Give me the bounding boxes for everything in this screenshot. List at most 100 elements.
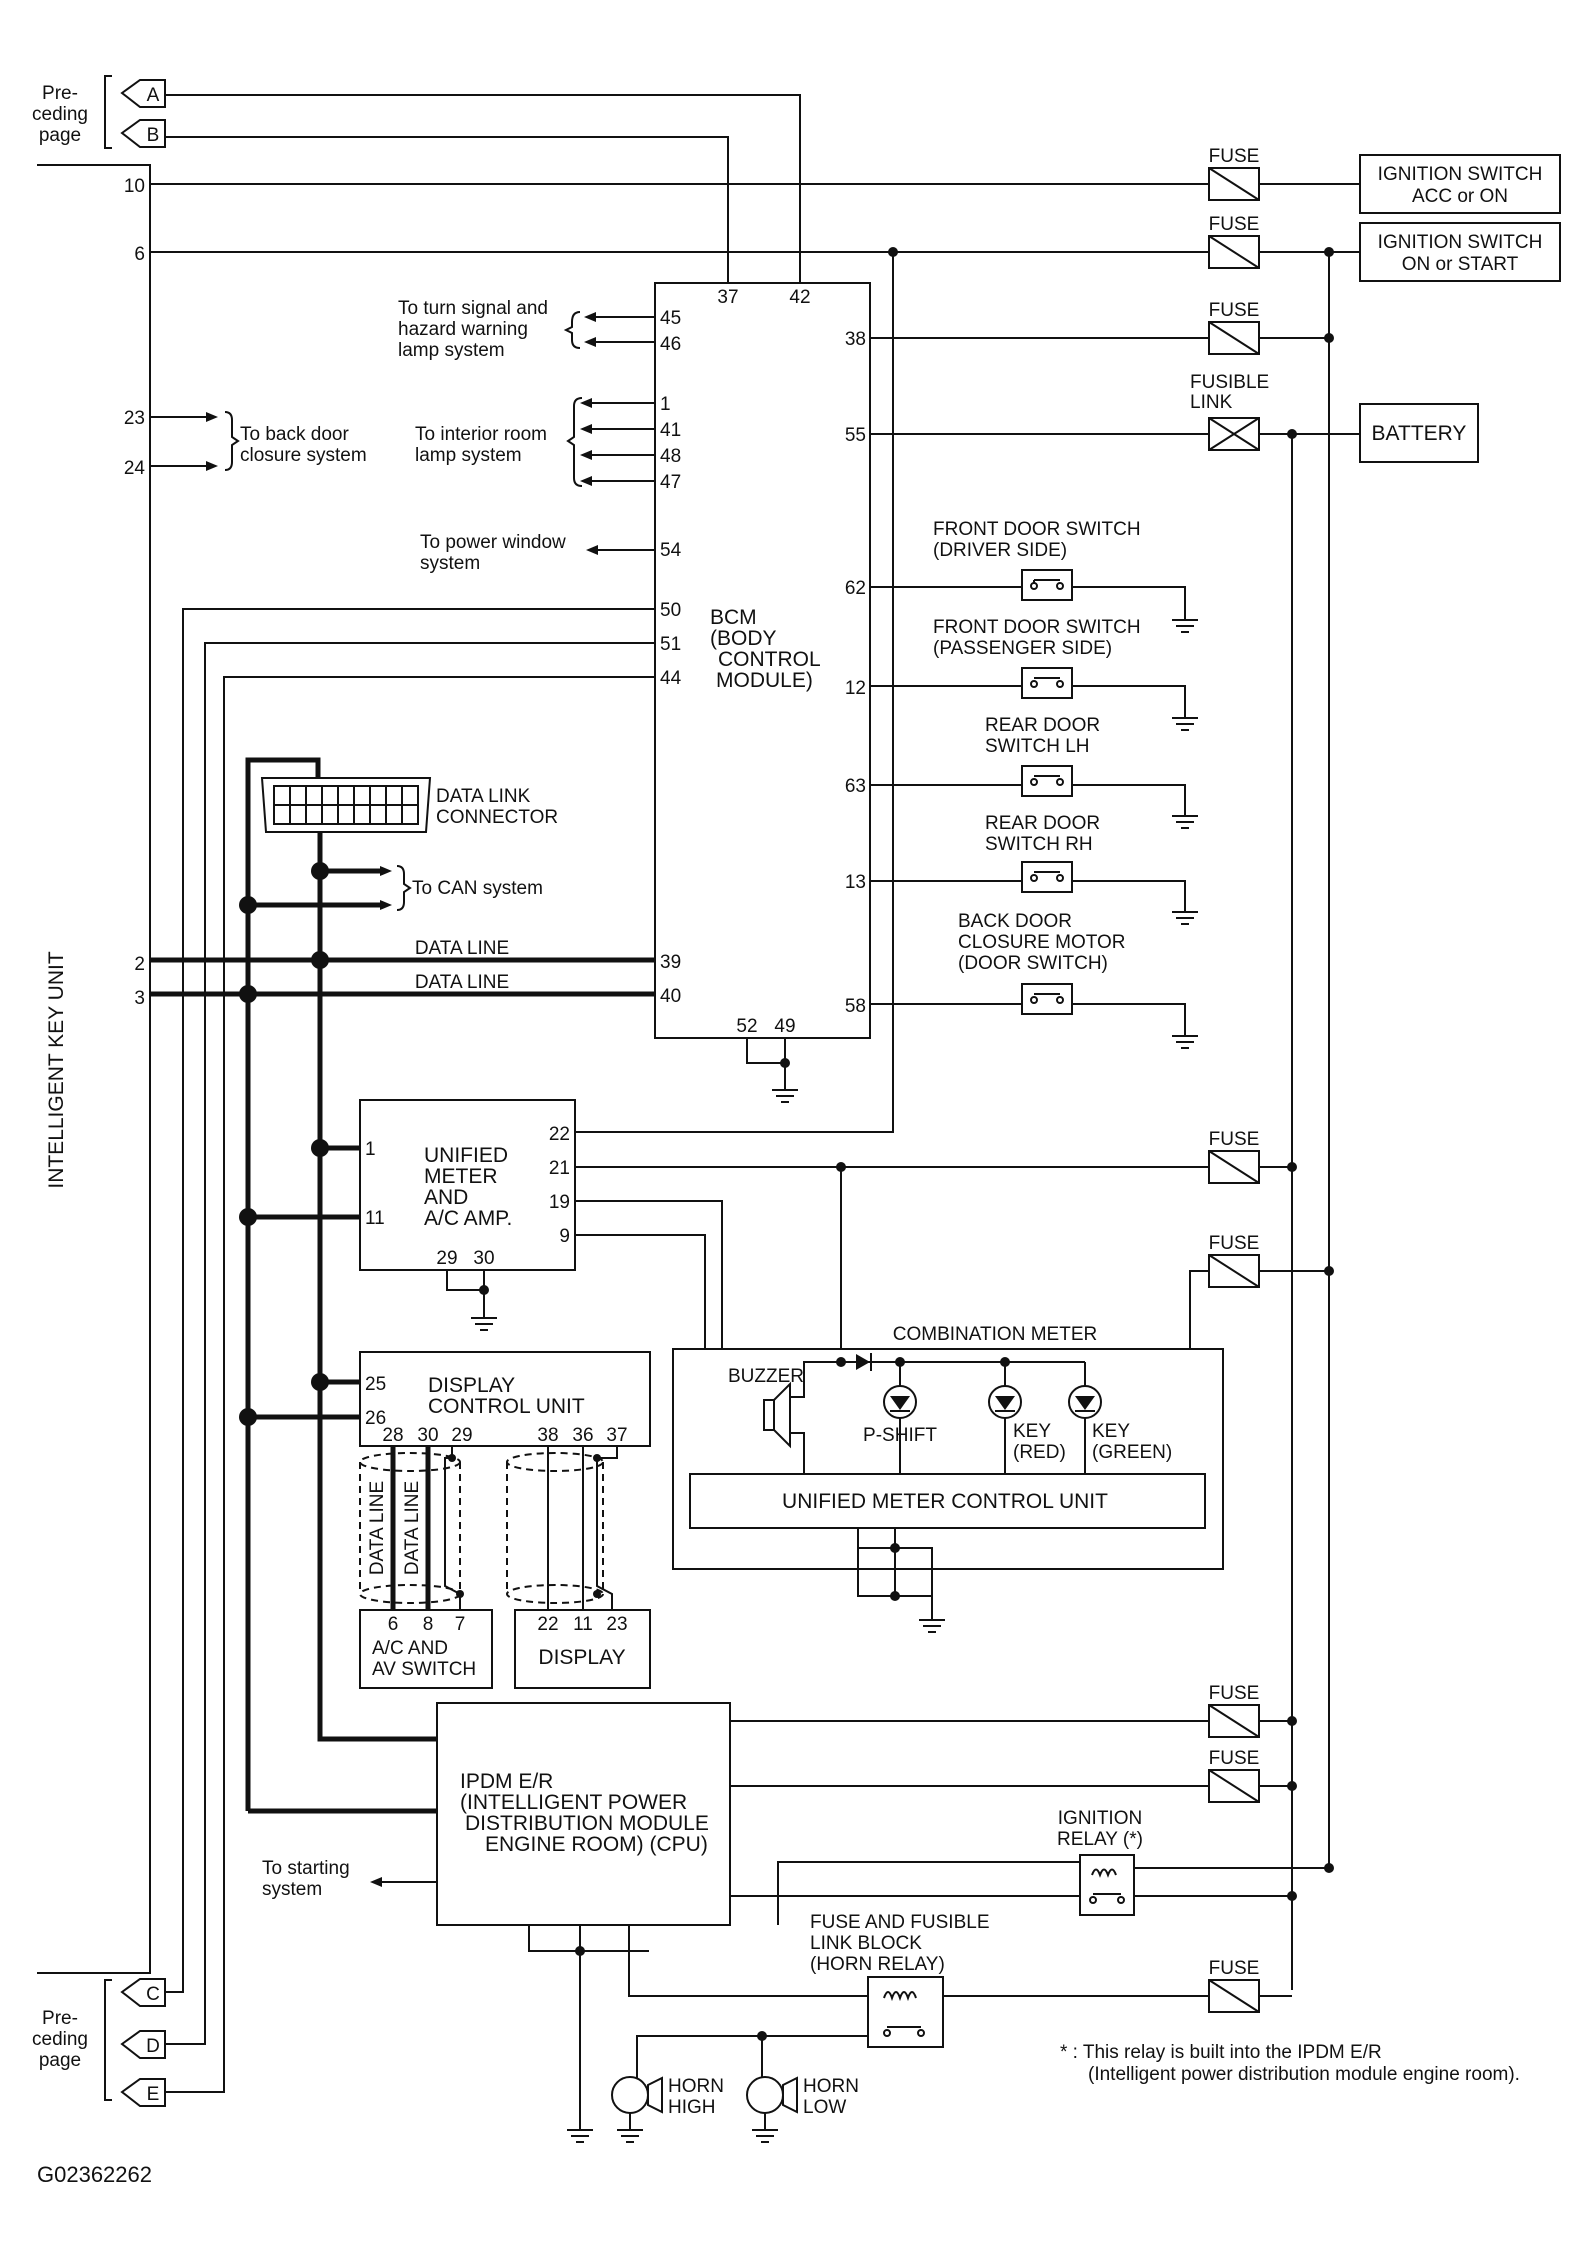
rear-door-switch-rh: REAR DOOR SWITCH RH bbox=[870, 813, 1198, 925]
back-door-closure-output: To back door closure system bbox=[150, 411, 367, 471]
svg-text:A/C AND: A/C AND bbox=[372, 1638, 448, 1659]
horn-high: HORN HIGH bbox=[611, 2036, 724, 2143]
svg-text:P-SHIFT: P-SHIFT bbox=[863, 1425, 937, 1446]
connector-c: C bbox=[146, 1984, 160, 2005]
svg-text:8: 8 bbox=[423, 1614, 434, 1635]
back-door-closure-motor-switch: BACK DOOR CLOSURE MOTOR (DOOR SWITCH) bbox=[870, 911, 1198, 1049]
svg-text:KEY: KEY bbox=[1013, 1421, 1051, 1442]
svg-text:BUZZER: BUZZER bbox=[728, 1366, 804, 1387]
svg-text:ceding: ceding bbox=[32, 104, 88, 125]
svg-text:38: 38 bbox=[537, 1425, 558, 1446]
svg-text:45: 45 bbox=[660, 308, 681, 329]
svg-text:13: 13 bbox=[845, 872, 866, 893]
svg-text:FUSIBLE: FUSIBLE bbox=[1190, 372, 1269, 393]
fuse-horn: FUSE bbox=[1208, 1958, 1260, 2013]
svg-text:52: 52 bbox=[736, 1016, 757, 1037]
svg-text:25: 25 bbox=[365, 1374, 386, 1395]
svg-text:ON or START: ON or START bbox=[1402, 254, 1519, 275]
svg-text:58: 58 bbox=[845, 996, 866, 1017]
fusible-link: FUSIBLE LINK bbox=[1190, 372, 1269, 451]
turn-signal-output: To turn signal and hazard warning lamp s… bbox=[398, 298, 655, 361]
svg-text:UNIFIED: UNIFIED bbox=[424, 1144, 508, 1167]
svg-text:(DRIVER SIDE): (DRIVER SIDE) bbox=[933, 540, 1067, 561]
svg-text:42: 42 bbox=[789, 287, 810, 308]
svg-text:30: 30 bbox=[473, 1248, 494, 1269]
svg-text:CONTROL UNIT: CONTROL UNIT bbox=[428, 1395, 585, 1418]
svg-text:26: 26 bbox=[365, 1408, 386, 1429]
shielded-cable-ac: DATA LINE DATA LINE bbox=[359, 1446, 464, 1610]
fuse-meter: FUSE bbox=[1208, 1129, 1260, 1184]
connector-a: A bbox=[147, 85, 160, 106]
svg-text:page: page bbox=[39, 125, 81, 146]
ipdm-er: IPDM E/R (INTELLIGENT POWER DISTRIBUTION… bbox=[436, 1702, 731, 1926]
svg-text:To back door: To back door bbox=[240, 424, 349, 445]
unified-meter-control-unit: UNIFIED METER CONTROL UNIT bbox=[782, 1490, 1108, 1513]
shielded-cable-display bbox=[506, 1446, 618, 1610]
svg-text:LINK BLOCK: LINK BLOCK bbox=[810, 1933, 922, 1954]
fuse-ipdm-1: FUSE bbox=[1208, 1683, 1260, 1738]
svg-text:A/C AMP.: A/C AMP. bbox=[424, 1207, 512, 1230]
svg-text:38: 38 bbox=[845, 329, 866, 350]
power-window-output: To power window system bbox=[420, 532, 655, 574]
svg-text:48: 48 bbox=[660, 446, 681, 467]
svg-text:lamp system: lamp system bbox=[398, 340, 505, 361]
svg-text:CONNECTOR: CONNECTOR bbox=[436, 807, 558, 828]
svg-text:hazard warning: hazard warning bbox=[398, 319, 528, 340]
svg-text:51: 51 bbox=[660, 634, 681, 655]
svg-text:63: 63 bbox=[845, 776, 866, 797]
svg-text:FUSE: FUSE bbox=[1209, 1748, 1260, 1769]
svg-text:44: 44 bbox=[660, 668, 682, 689]
footnote-line2: (Intelligent power distribution module e… bbox=[1088, 2064, 1520, 2085]
svg-text:HORN: HORN bbox=[668, 2076, 724, 2097]
svg-text:To CAN system: To CAN system bbox=[412, 878, 543, 899]
svg-text:29: 29 bbox=[436, 1248, 457, 1269]
svg-text:2: 2 bbox=[134, 954, 145, 975]
preceding-page-bottom: Pre- ceding page C D E bbox=[32, 1978, 166, 2107]
svg-text:(GREEN): (GREEN) bbox=[1092, 1442, 1172, 1463]
svg-text:HORN: HORN bbox=[803, 2076, 859, 2097]
ac-av-switch: 6 8 7 A/C AND AV SWITCH bbox=[359, 1609, 493, 1689]
svg-text:11: 11 bbox=[365, 1208, 385, 1229]
starting-system-output: To starting system bbox=[262, 1858, 437, 1900]
intelligent-key-unit-label: INTELLIGENT KEY UNIT bbox=[45, 951, 68, 1188]
can-system-output: To CAN system bbox=[380, 865, 543, 911]
ignition-switch-acc: IGNITION SWITCH ACC or ON bbox=[1359, 154, 1561, 214]
svg-text:FUSE: FUSE bbox=[1209, 300, 1260, 321]
svg-text:62: 62 bbox=[845, 578, 866, 599]
key-red-indicator: KEY (RED) bbox=[988, 1362, 1066, 1474]
svg-text:ceding: ceding bbox=[32, 2029, 88, 2050]
svg-text:55: 55 bbox=[845, 425, 866, 446]
svg-text:To turn signal and: To turn signal and bbox=[398, 298, 548, 319]
svg-text:IPDM E/R: IPDM E/R bbox=[460, 1770, 553, 1793]
svg-text:(PASSENGER SIDE): (PASSENGER SIDE) bbox=[933, 638, 1112, 659]
svg-text:HIGH: HIGH bbox=[668, 2097, 716, 2118]
fuse-bcm-38: FUSE bbox=[1208, 300, 1260, 355]
svg-text:6: 6 bbox=[134, 244, 145, 265]
svg-text:SWITCH RH: SWITCH RH bbox=[985, 834, 1093, 855]
svg-text:FUSE: FUSE bbox=[1209, 146, 1260, 167]
key-green-indicator: KEY (GREEN) bbox=[1068, 1362, 1172, 1474]
svg-text:6: 6 bbox=[388, 1614, 399, 1635]
svg-text:lamp system: lamp system bbox=[415, 445, 522, 466]
svg-text:AND: AND bbox=[424, 1186, 468, 1209]
svg-text:DISPLAY: DISPLAY bbox=[538, 1646, 625, 1669]
combination-meter: COMBINATION METER UNIFIED METER CONTROL … bbox=[672, 1324, 1224, 1570]
svg-text:REAR DOOR: REAR DOOR bbox=[985, 715, 1100, 736]
p-shift-indicator: P-SHIFT bbox=[863, 1362, 937, 1474]
front-door-switch-driver: FRONT DOOR SWITCH (DRIVER SIDE) bbox=[870, 519, 1198, 633]
svg-text:IGNITION SWITCH: IGNITION SWITCH bbox=[1378, 164, 1543, 185]
svg-text:COMBINATION METER: COMBINATION METER bbox=[893, 1324, 1097, 1345]
svg-text:21: 21 bbox=[549, 1158, 570, 1179]
svg-text:41: 41 bbox=[660, 420, 681, 441]
svg-text:BACK DOOR: BACK DOOR bbox=[958, 911, 1072, 932]
svg-text:(RED): (RED) bbox=[1013, 1442, 1066, 1463]
preceding-page-label: Pre- bbox=[42, 83, 78, 104]
svg-text:11: 11 bbox=[573, 1614, 593, 1635]
data-line-label: DATA LINE bbox=[415, 972, 509, 993]
svg-text:CLOSURE MOTOR: CLOSURE MOTOR bbox=[958, 932, 1126, 953]
svg-text:12: 12 bbox=[845, 678, 866, 699]
svg-text:FUSE: FUSE bbox=[1209, 1129, 1260, 1150]
svg-text:page: page bbox=[39, 2050, 81, 2071]
svg-text:37: 37 bbox=[717, 287, 738, 308]
